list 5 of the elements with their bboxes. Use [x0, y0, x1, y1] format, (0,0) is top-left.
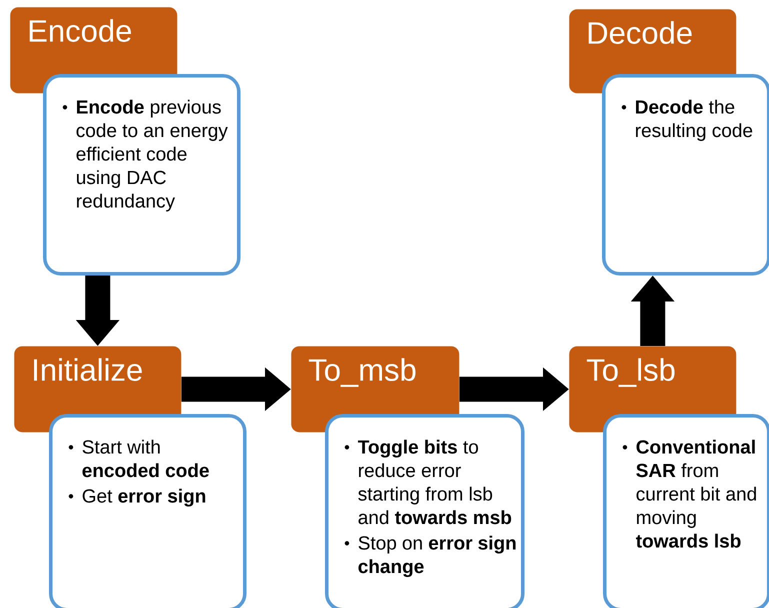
step-card: Decode the resulting code: [602, 74, 769, 276]
step-card: Start with encoded code Get error sign: [49, 414, 246, 608]
step-card: Conventional SAR from current bit and moving towards lsb: [603, 414, 769, 608]
step-card: Toggle bits to reduce error starting from lsb and towards msb Stop on error sign change: [325, 414, 524, 608]
step-card: Encode previous code to an energy efficient code using DAC redundancy: [43, 74, 240, 276]
